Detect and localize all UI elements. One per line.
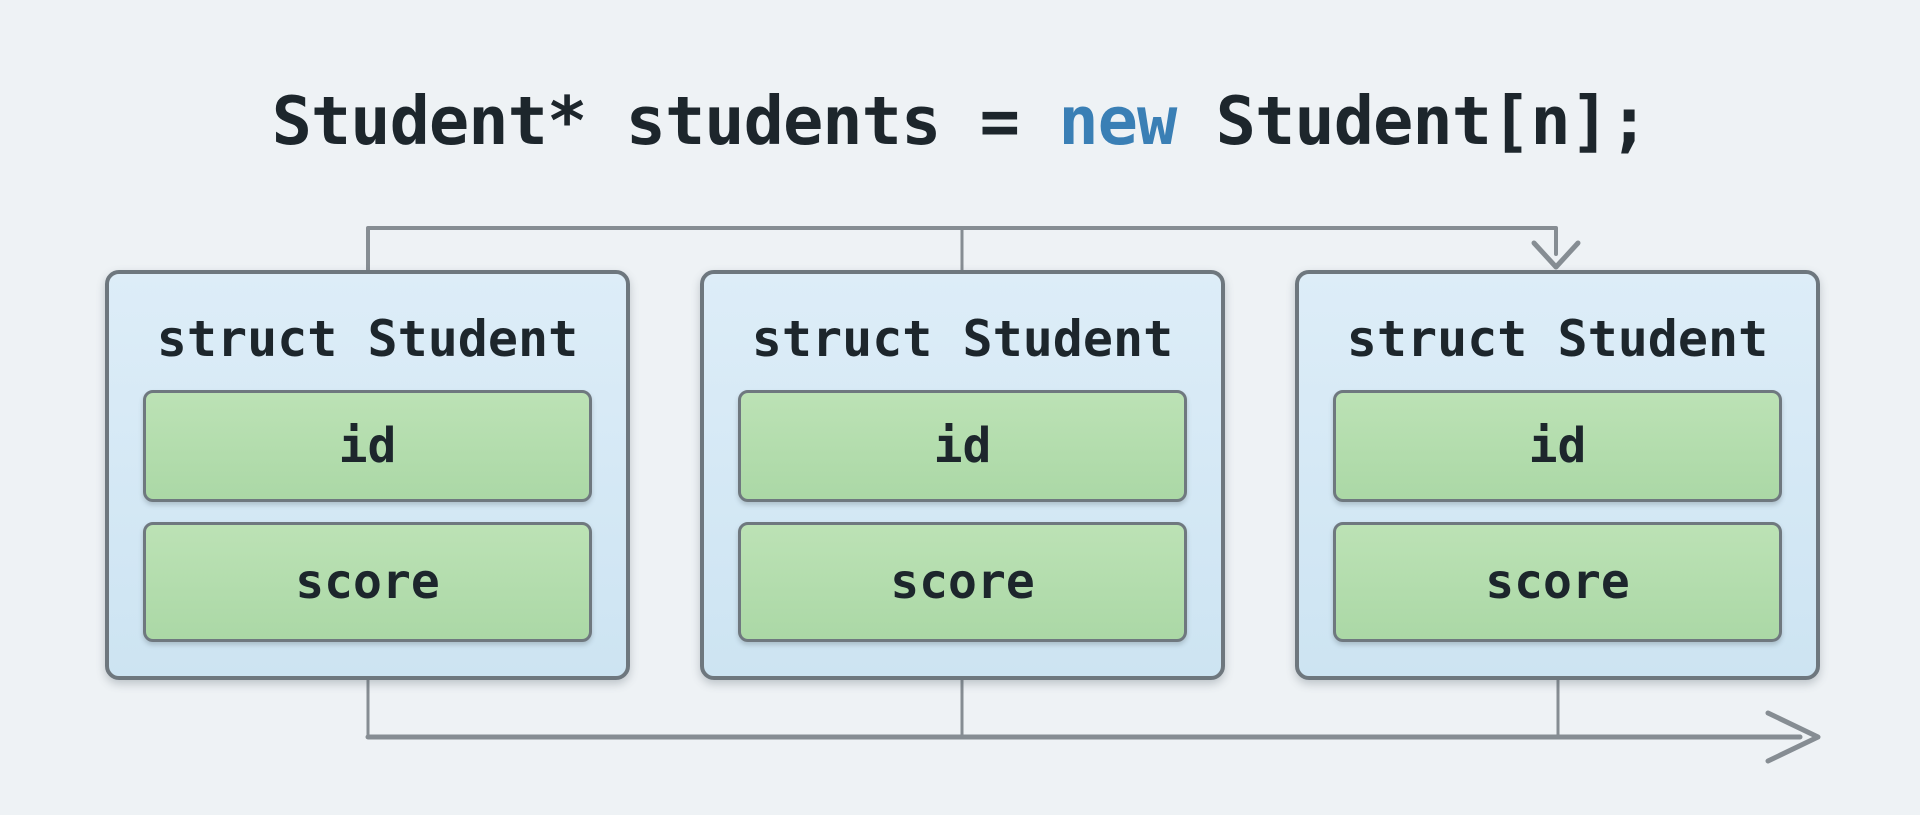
- field-score: score: [738, 522, 1187, 642]
- top-connector-line: [366, 226, 1558, 274]
- struct-box-0: struct Student id score: [105, 270, 630, 680]
- field-score: score: [1333, 522, 1782, 642]
- code-statement: Student* students = new Student[n];: [0, 82, 1920, 160]
- struct-title: struct Student: [156, 310, 579, 368]
- code-pre: Student* students =: [271, 82, 1059, 160]
- field-id: id: [1333, 390, 1782, 502]
- arrow-right-icon: [1765, 710, 1821, 764]
- field-id: id: [143, 390, 592, 502]
- struct-title: struct Student: [1346, 310, 1769, 368]
- struct-title: struct Student: [751, 310, 1174, 368]
- code-keyword-new: new: [1058, 82, 1177, 160]
- field-score: score: [143, 522, 592, 642]
- struct-box-2: struct Student id score: [1295, 270, 1820, 680]
- struct-box-1: struct Student id score: [700, 270, 1225, 680]
- field-id: id: [738, 390, 1187, 502]
- arrow-down-icon: [1531, 240, 1581, 270]
- code-post: Student[n];: [1176, 82, 1650, 160]
